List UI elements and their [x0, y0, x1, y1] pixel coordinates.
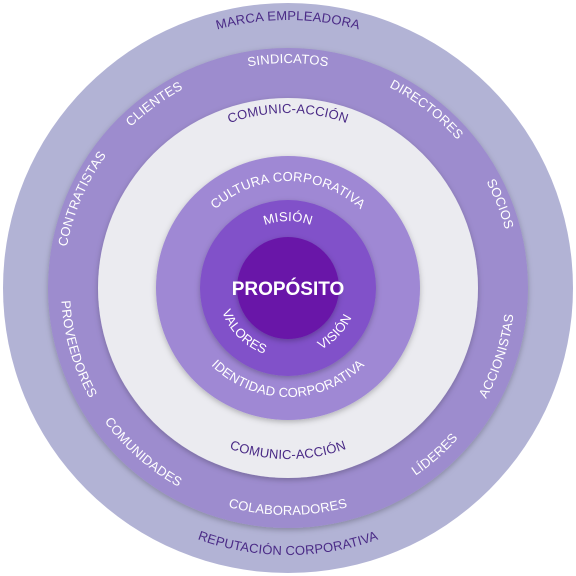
- stakeholder-label-sindicatos: SINDICATOS: [246, 51, 330, 70]
- stakeholder-label-colaboradores: COLABORADORES: [227, 495, 348, 518]
- core-circle: [237, 237, 339, 339]
- purpose-label: PROPÓSITO: [232, 278, 345, 300]
